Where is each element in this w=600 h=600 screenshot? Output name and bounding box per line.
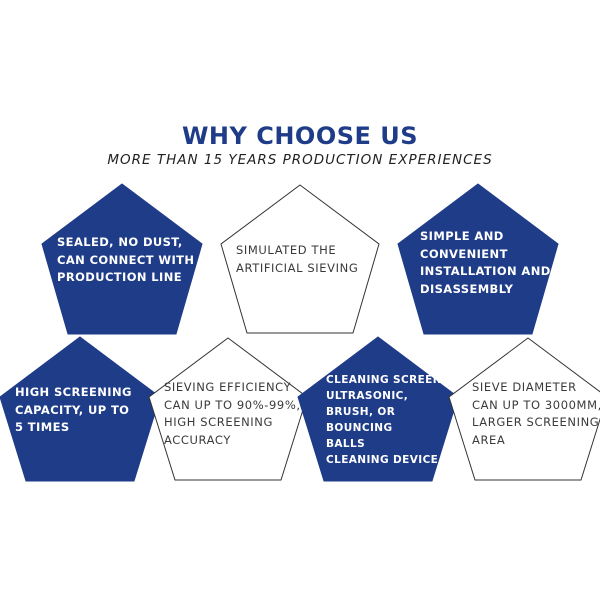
feature-card-cleaning: CLEANING SCREEN: ULTRASONIC, BRUSH, OR B…	[297, 336, 459, 487]
feature-card-efficiency: SIEVING EFFICIENCY CAN UP TO 90%-99%, HI…	[148, 337, 308, 487]
feature-text: SEALED, NO DUST, CAN CONNECT WITH PRODUC…	[57, 234, 194, 287]
feature-line: CAPACITY, UP TO	[15, 402, 130, 417]
feature-line: PRODUCTION LINE	[57, 270, 182, 284]
pentagon-shape	[148, 337, 308, 481]
feature-line: BALLS	[326, 438, 366, 450]
feature-text: SIMULATED THE ARTIFICIAL SIEVING	[236, 242, 358, 277]
feature-text: SIEVING EFFICIENCY CAN UP TO 90%-99%, HI…	[164, 379, 301, 449]
feature-line: CAN UP TO 3000MM,	[472, 397, 600, 412]
feature-line: SIEVING EFFICIENCY	[164, 380, 292, 394]
feature-line: CONVENIENT	[420, 246, 508, 261]
feature-line: ACCURACY	[164, 432, 231, 447]
feature-text: SIMPLE AND CONVENIENT INSTALLATION AND D…	[420, 228, 551, 298]
pentagon-shape	[397, 183, 559, 335]
feature-line: BOUNCING	[326, 422, 393, 434]
feature-text: SIEVE DIAMETER CAN UP TO 3000MM, LARGER …	[472, 379, 600, 449]
feature-card-diameter: SIEVE DIAMETER CAN UP TO 3000MM, LARGER …	[448, 337, 600, 487]
feature-card-installation: SIMPLE AND CONVENIENT INSTALLATION AND D…	[397, 183, 559, 335]
feature-line: INSTALLATION AND	[420, 264, 551, 278]
pentagon-shape	[297, 336, 459, 482]
feature-line: CAN UP TO 90%-99%,	[164, 397, 301, 412]
feature-line: AREA	[472, 432, 506, 447]
page-title: WHY CHOOSE US	[181, 122, 419, 150]
feature-line: BRUSH, OR	[326, 406, 396, 418]
feature-line: ULTRASONIC,	[326, 390, 409, 402]
feature-card-sealed: SEALED, NO DUST, CAN CONNECT WITH PRODUC…	[41, 183, 203, 335]
feature-line: CLEANING DEVICE	[326, 454, 439, 466]
feature-line: LARGER SCREENING	[472, 415, 600, 429]
pentagon-shape	[448, 337, 600, 481]
feature-line: SEALED, NO DUST,	[57, 235, 183, 249]
feature-line: SIMPLE AND	[420, 229, 504, 243]
feature-line: 5 TIMES	[15, 420, 70, 434]
feature-line: SIMULATED THE	[236, 243, 337, 257]
pentagon-shape	[0, 336, 161, 482]
page-subtitle: MORE THAN 15 YEARS PRODUCTION EXPERIENCE…	[107, 152, 493, 168]
feature-text: HIGH SCREENING CAPACITY, UP TO 5 TIMES	[15, 384, 132, 437]
feature-text: CLEANING SCREEN: ULTRASONIC, BRUSH, OR B…	[326, 372, 447, 468]
pentagon-shape	[41, 183, 203, 335]
feature-line: HIGH SCREENING	[164, 415, 274, 429]
feature-card-simulated: SIMULATED THE ARTIFICIAL SIEVING	[220, 184, 380, 334]
feature-line: HIGH SCREENING	[15, 385, 132, 399]
feature-line: DISASSEMBLY	[420, 281, 514, 296]
feature-line: CLEANING SCREEN:	[326, 374, 447, 386]
feature-line: SIEVE DIAMETER	[472, 380, 577, 394]
feature-card-capacity: HIGH SCREENING CAPACITY, UP TO 5 TIMES	[0, 336, 161, 487]
feature-line: CAN CONNECT WITH	[57, 252, 195, 267]
feature-line: ARTIFICIAL SIEVING	[236, 260, 359, 275]
pentagon-shape	[220, 184, 380, 334]
